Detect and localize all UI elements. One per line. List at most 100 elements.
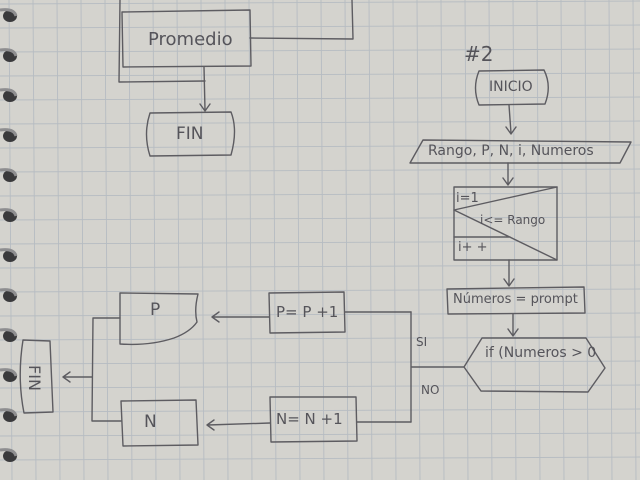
decision-label: if (Numeros > 0 — [485, 345, 597, 361]
binding-ring — [0, 248, 18, 257]
grid-line-vertical — [344, 0, 349, 480]
grid-line-horizontal — [0, 456, 640, 461]
output-p-document — [119, 292, 199, 346]
grid-line-horizontal — [0, 144, 640, 149]
loop-increment-label: i+ + — [458, 240, 488, 255]
fin-terminal — [145, 111, 236, 157]
grid-line-vertical — [224, 0, 229, 480]
binding-ring — [0, 288, 18, 297]
loop-init-label: i=1 — [456, 191, 479, 206]
grid-line-vertical — [200, 0, 205, 480]
grid-line-vertical — [296, 0, 301, 480]
start-label: INICIO — [489, 79, 533, 95]
start-terminal — [474, 69, 549, 106]
grid-line-vertical — [632, 0, 637, 480]
output-n-label: N — [144, 412, 157, 432]
grid-line-vertical — [56, 0, 61, 480]
grid-line-vertical — [152, 0, 157, 480]
loop-dividers — [453, 186, 558, 261]
grid-line-vertical — [464, 0, 469, 480]
grid-line-vertical — [392, 0, 397, 480]
grid-line-vertical — [440, 0, 445, 480]
loop-condition-label: i<= Rango — [480, 213, 546, 227]
grid-line-vertical — [368, 0, 373, 480]
section-heading: #2 — [464, 42, 494, 66]
grid-line-horizontal — [0, 48, 640, 53]
n-increment-label: N= N +1 — [276, 410, 343, 428]
arrow-start-input — [505, 104, 517, 135]
grid-line-horizontal — [0, 288, 640, 293]
decision-shape — [463, 337, 606, 393]
merge-connector — [62, 317, 122, 422]
arrow-to-output-n — [206, 419, 271, 431]
grid-line-horizontal — [0, 360, 640, 365]
grid-line-horizontal — [0, 24, 640, 29]
connector-top-left — [118, 0, 206, 83]
no-label: NO — [421, 383, 440, 397]
connector-top-right — [249, 0, 354, 40]
grid-line-vertical — [272, 0, 277, 480]
binding-ring — [0, 88, 18, 97]
grid-line-vertical — [560, 0, 565, 480]
binding-ring — [0, 128, 18, 137]
grid-line-horizontal — [0, 240, 640, 245]
n-increment-box — [269, 396, 358, 443]
grid-line-horizontal — [0, 264, 640, 269]
end-label: FIN — [176, 124, 204, 144]
binding-ring — [0, 408, 18, 417]
arrow-assign-decision — [507, 313, 519, 337]
arrow-input-loop — [502, 162, 514, 186]
fin-vertical-terminal — [19, 339, 54, 414]
binding-ring — [0, 448, 18, 457]
grid-line-horizontal — [0, 0, 640, 5]
grid-line-vertical — [176, 0, 181, 480]
grid-line-vertical — [584, 0, 589, 480]
decision-branch-line — [410, 311, 465, 423]
grid-line-vertical — [488, 0, 493, 480]
spiral-binding — [0, 8, 18, 462]
grid-line-vertical — [536, 0, 541, 480]
grid-line-vertical — [104, 0, 109, 480]
grid-line-horizontal — [0, 96, 640, 101]
binding-ring — [0, 368, 18, 377]
assign-box — [446, 286, 586, 315]
grid-line-vertical — [128, 0, 133, 480]
grid-line-horizontal — [0, 408, 640, 413]
assign-label: Números = prompt — [453, 292, 578, 307]
grid-line-horizontal — [0, 384, 640, 389]
arrow-to-fin — [199, 66, 211, 112]
grid-line-vertical — [320, 0, 325, 480]
average-process-box — [121, 9, 252, 68]
arrow-to-output-p — [211, 311, 270, 323]
input-parallelogram — [409, 139, 632, 164]
grid-line-vertical — [416, 0, 421, 480]
yes-label: SI — [416, 335, 428, 349]
grid-line-horizontal — [0, 168, 640, 173]
arrow-loop-assign — [503, 259, 515, 287]
average-label: Promedio — [148, 29, 233, 50]
grid-line-horizontal — [0, 432, 640, 437]
grid-line-horizontal — [0, 192, 640, 197]
binding-ring — [0, 328, 18, 337]
grid-line-vertical — [80, 0, 85, 480]
binding-ring — [0, 8, 18, 17]
output-n-box — [120, 399, 199, 447]
binding-ring — [0, 168, 18, 177]
grid-line-vertical — [8, 0, 13, 480]
grid-line-vertical — [32, 0, 37, 480]
p-increment-label: P= P +1 — [276, 303, 339, 321]
grid-line-vertical — [608, 0, 613, 480]
grid-line-horizontal — [0, 216, 640, 221]
binding-ring — [0, 208, 18, 217]
grid-line-horizontal — [0, 72, 640, 77]
end-vertical-label: FIN — [24, 365, 44, 391]
grid-line-horizontal — [0, 120, 640, 125]
grid-line-vertical — [248, 0, 253, 480]
input-label: Rango, P, N, i, Numeros — [428, 143, 594, 159]
binding-ring — [0, 48, 18, 57]
output-p-label: P — [150, 300, 161, 320]
p-increment-box — [268, 291, 346, 334]
